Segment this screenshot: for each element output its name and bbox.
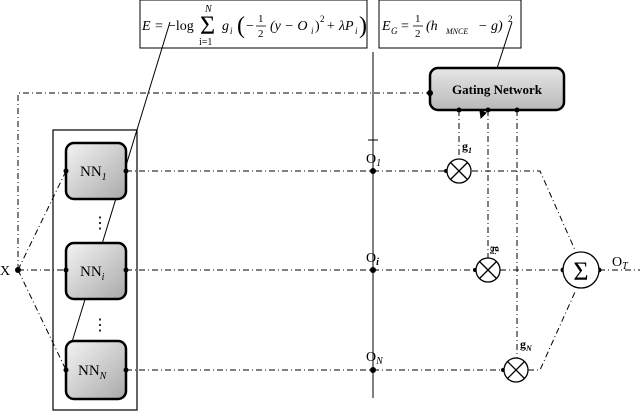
expert-i: NNi — [64, 241, 128, 301]
oi-node — [370, 267, 376, 273]
eq-e-equals: = — [155, 19, 163, 34]
gate-i-sub: i — [488, 252, 497, 255]
gate-1-node — [456, 107, 462, 113]
eq-g-half-den: 2 — [415, 28, 421, 40]
eq-g-square: 2 — [508, 14, 513, 24]
o1-node — [370, 168, 376, 174]
output-1-name: O — [366, 152, 376, 167]
multipliers — [446, 158, 529, 383]
final-output-name: O — [612, 255, 622, 270]
expert-n-in-node — [63, 367, 69, 373]
gate-n-name: g — [520, 337, 526, 351]
output-i-name: O — [366, 251, 376, 266]
error-equation: E = −log Σ N i=1 g i ( − 1 2 (y − O i ) … — [141, 4, 367, 48]
eq-e-square: 2 — [320, 14, 325, 24]
gate-i-name: g — [490, 246, 504, 252]
expert-n-label: NNN — [78, 363, 108, 382]
on-node — [370, 367, 376, 373]
eq-g-sub: MNCE — [445, 27, 468, 36]
gating-equation-box — [378, 0, 522, 49]
expert-1-in-node — [63, 168, 69, 174]
input-to-expert-1-line — [17, 170, 67, 271]
eq-g-equals: = — [401, 19, 409, 34]
eq-e-paren-close: ) — [315, 19, 320, 34]
summation-symbol: Σ — [573, 257, 588, 286]
output-n-label: ON — [366, 350, 384, 367]
multiplier-i — [475, 257, 501, 283]
input-to-expert-n-line — [17, 269, 67, 371]
eq-e-lhs: E — [141, 19, 151, 34]
output-n-sub: N — [375, 356, 384, 367]
eq-e-half-den: 2 — [258, 28, 264, 40]
eq-e-minus: − — [246, 19, 254, 34]
eq-e-plus-sub: i — [355, 26, 358, 36]
mult-n-to-sum-line — [528, 291, 576, 371]
expert-dots-bottom: ⋮ — [92, 317, 108, 334]
eq-g-half-num: 1 — [415, 13, 421, 25]
gate-i-node — [485, 107, 491, 113]
output-i-label: Oi — [366, 251, 379, 268]
eq-e-paren: (y − O — [270, 19, 307, 34]
eq-g-lhs-sub: G — [391, 26, 398, 36]
expert-i-label: NNi — [80, 264, 105, 283]
input-to-gating-line — [17, 92, 430, 270]
eq-e-paren-sub: i — [311, 26, 314, 36]
eq-e-sigma: Σ — [200, 11, 215, 40]
final-output-sub: T — [622, 261, 629, 272]
expert-1-name: NN — [80, 164, 102, 180]
summation-node — [562, 251, 600, 289]
expert-i-out-node — [123, 267, 129, 273]
eq-g-lhs: E — [381, 19, 391, 34]
output-n-name: O — [366, 350, 376, 365]
eq-e-g-sub: i — [230, 26, 233, 36]
gating-network-label: Gating Network — [452, 82, 543, 97]
expert-n-name: NN — [78, 363, 100, 379]
output-1-sub: 1 — [376, 158, 381, 169]
expert-1-sub: 1 — [102, 172, 107, 183]
expert-i-name: NN — [80, 264, 102, 280]
eq-e-open: ( — [237, 13, 245, 39]
gate-n-node — [514, 107, 520, 113]
eq-g-open: (h — [426, 19, 438, 34]
gating-equation: E G = 1 2 (h MNCE − g) 2 — [381, 13, 513, 40]
multiplier-n — [503, 357, 529, 383]
gate-i-label: gi — [488, 246, 504, 255]
output-i-sub: i — [376, 257, 379, 268]
expert-i-in-node — [63, 267, 69, 273]
eq-e-half-num: 1 — [258, 13, 264, 25]
input-label: X — [0, 264, 10, 279]
error-equation-box — [139, 0, 368, 49]
expert-n-out-node — [123, 367, 129, 373]
gating-input-node — [427, 90, 433, 96]
eq-e-g: g — [222, 19, 229, 34]
final-output-label: OT — [612, 255, 629, 272]
gate-1-sub: 1 — [468, 146, 472, 155]
eq-e-close: ) — [359, 13, 367, 39]
eq-g-rest: − g) — [478, 19, 503, 34]
mult-1-to-sum-line — [472, 170, 576, 251]
output-1-label: O1 — [366, 152, 381, 169]
expert-1-out-node — [123, 168, 129, 174]
expert-dots-top: ⋮ — [92, 215, 108, 232]
expert-i-sub: i — [102, 272, 105, 283]
gating-network-box — [428, 66, 566, 112]
eq-e-sum-top: N — [204, 4, 213, 15]
gate-1-name: g — [462, 139, 468, 153]
signal-lines — [17, 92, 640, 371]
expert-1: NN1 — [64, 141, 128, 201]
eq-e-log: −log — [168, 19, 194, 34]
input-node — [15, 267, 21, 273]
multiplier-1 — [446, 158, 472, 184]
expert-n-sub: N — [99, 371, 108, 382]
expert-1-label: NN1 — [80, 164, 107, 183]
eq-e-plus: + λP — [326, 19, 354, 34]
expert-n: NNN — [64, 339, 128, 401]
eq-e-sum-bottom: i=1 — [199, 37, 212, 48]
gate-n-label: gN — [520, 337, 533, 353]
gate-1-label: g1 — [462, 139, 472, 155]
gate-n-sub: N — [525, 344, 533, 353]
